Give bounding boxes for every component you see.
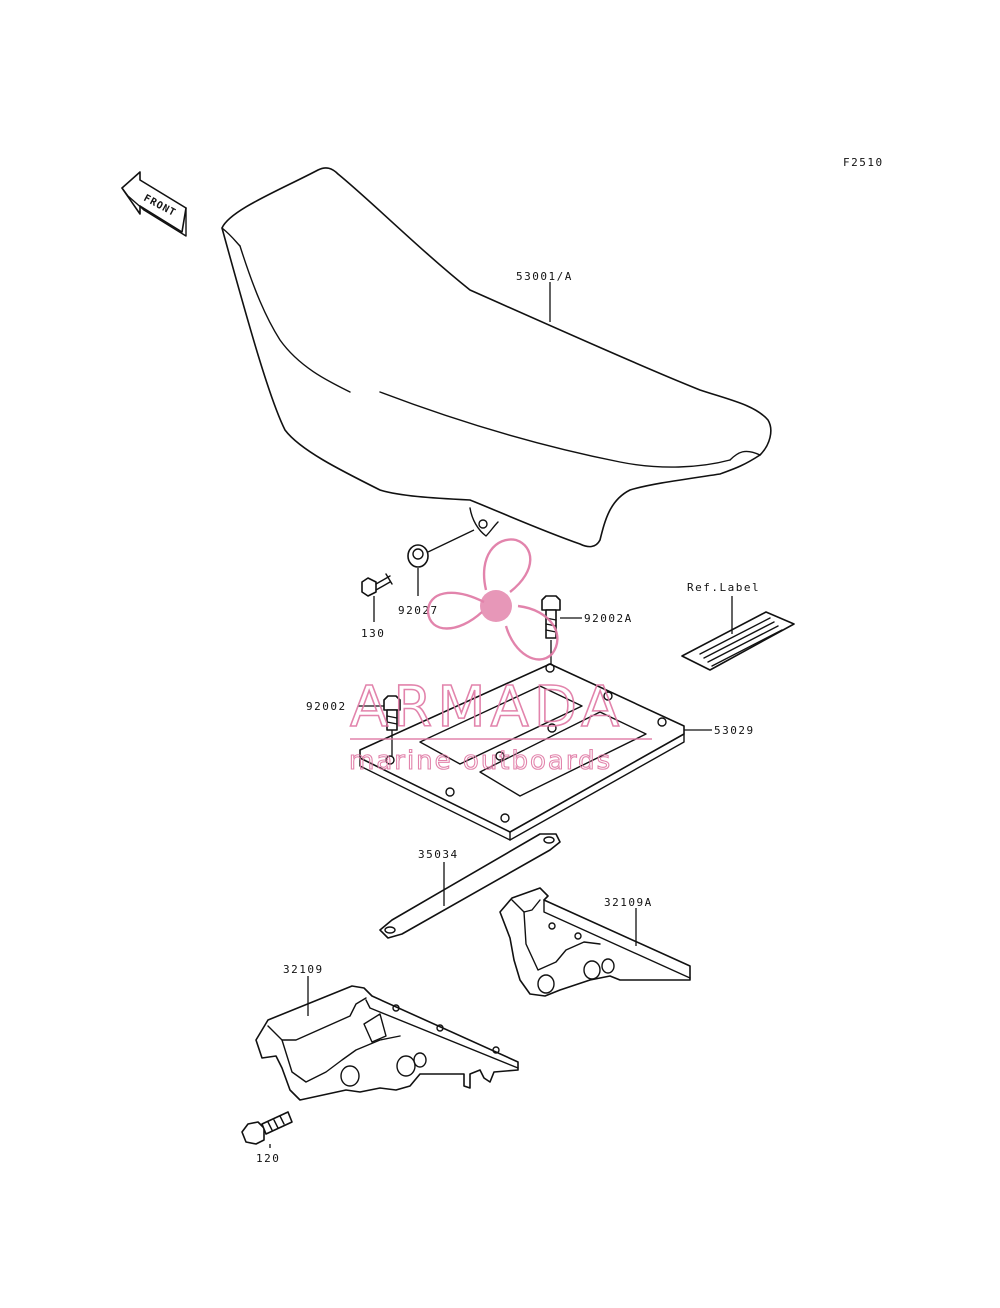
label-32109a: 32109A <box>604 896 653 909</box>
bolt-92002 <box>358 695 401 756</box>
label-120: 120 <box>256 1152 280 1165</box>
label-92002: 92002 <box>306 700 347 713</box>
figure-code: F2510 <box>843 156 884 169</box>
bolt-120 <box>241 1111 293 1148</box>
bolt-130 <box>361 573 393 622</box>
seat-53001a <box>221 167 772 548</box>
propeller-icon <box>426 538 559 661</box>
label-53001a: 53001/A <box>516 270 573 283</box>
watermark: ARMADA marine outboards <box>348 538 652 777</box>
label-53029: 53029 <box>714 724 755 737</box>
label-92002a: 92002A <box>584 612 633 625</box>
label-130: 130 <box>361 627 385 640</box>
collar-92027 <box>407 529 475 596</box>
label-ref-label: Ref.Label <box>687 581 760 594</box>
seat-plate-53029 <box>359 663 712 841</box>
watermark-brand: ARMADA <box>350 675 624 740</box>
bracket-32109a <box>499 887 691 997</box>
label-32109: 32109 <box>283 963 324 976</box>
reference-label <box>681 596 795 671</box>
label-92027: 92027 <box>398 604 439 617</box>
bracket-32109 <box>255 976 519 1101</box>
strap-35034 <box>379 833 561 939</box>
watermark-tagline: marine outboards <box>349 746 612 776</box>
label-35034: 35034 <box>418 848 459 861</box>
front-arrow-icon: FRONT <box>121 171 187 237</box>
